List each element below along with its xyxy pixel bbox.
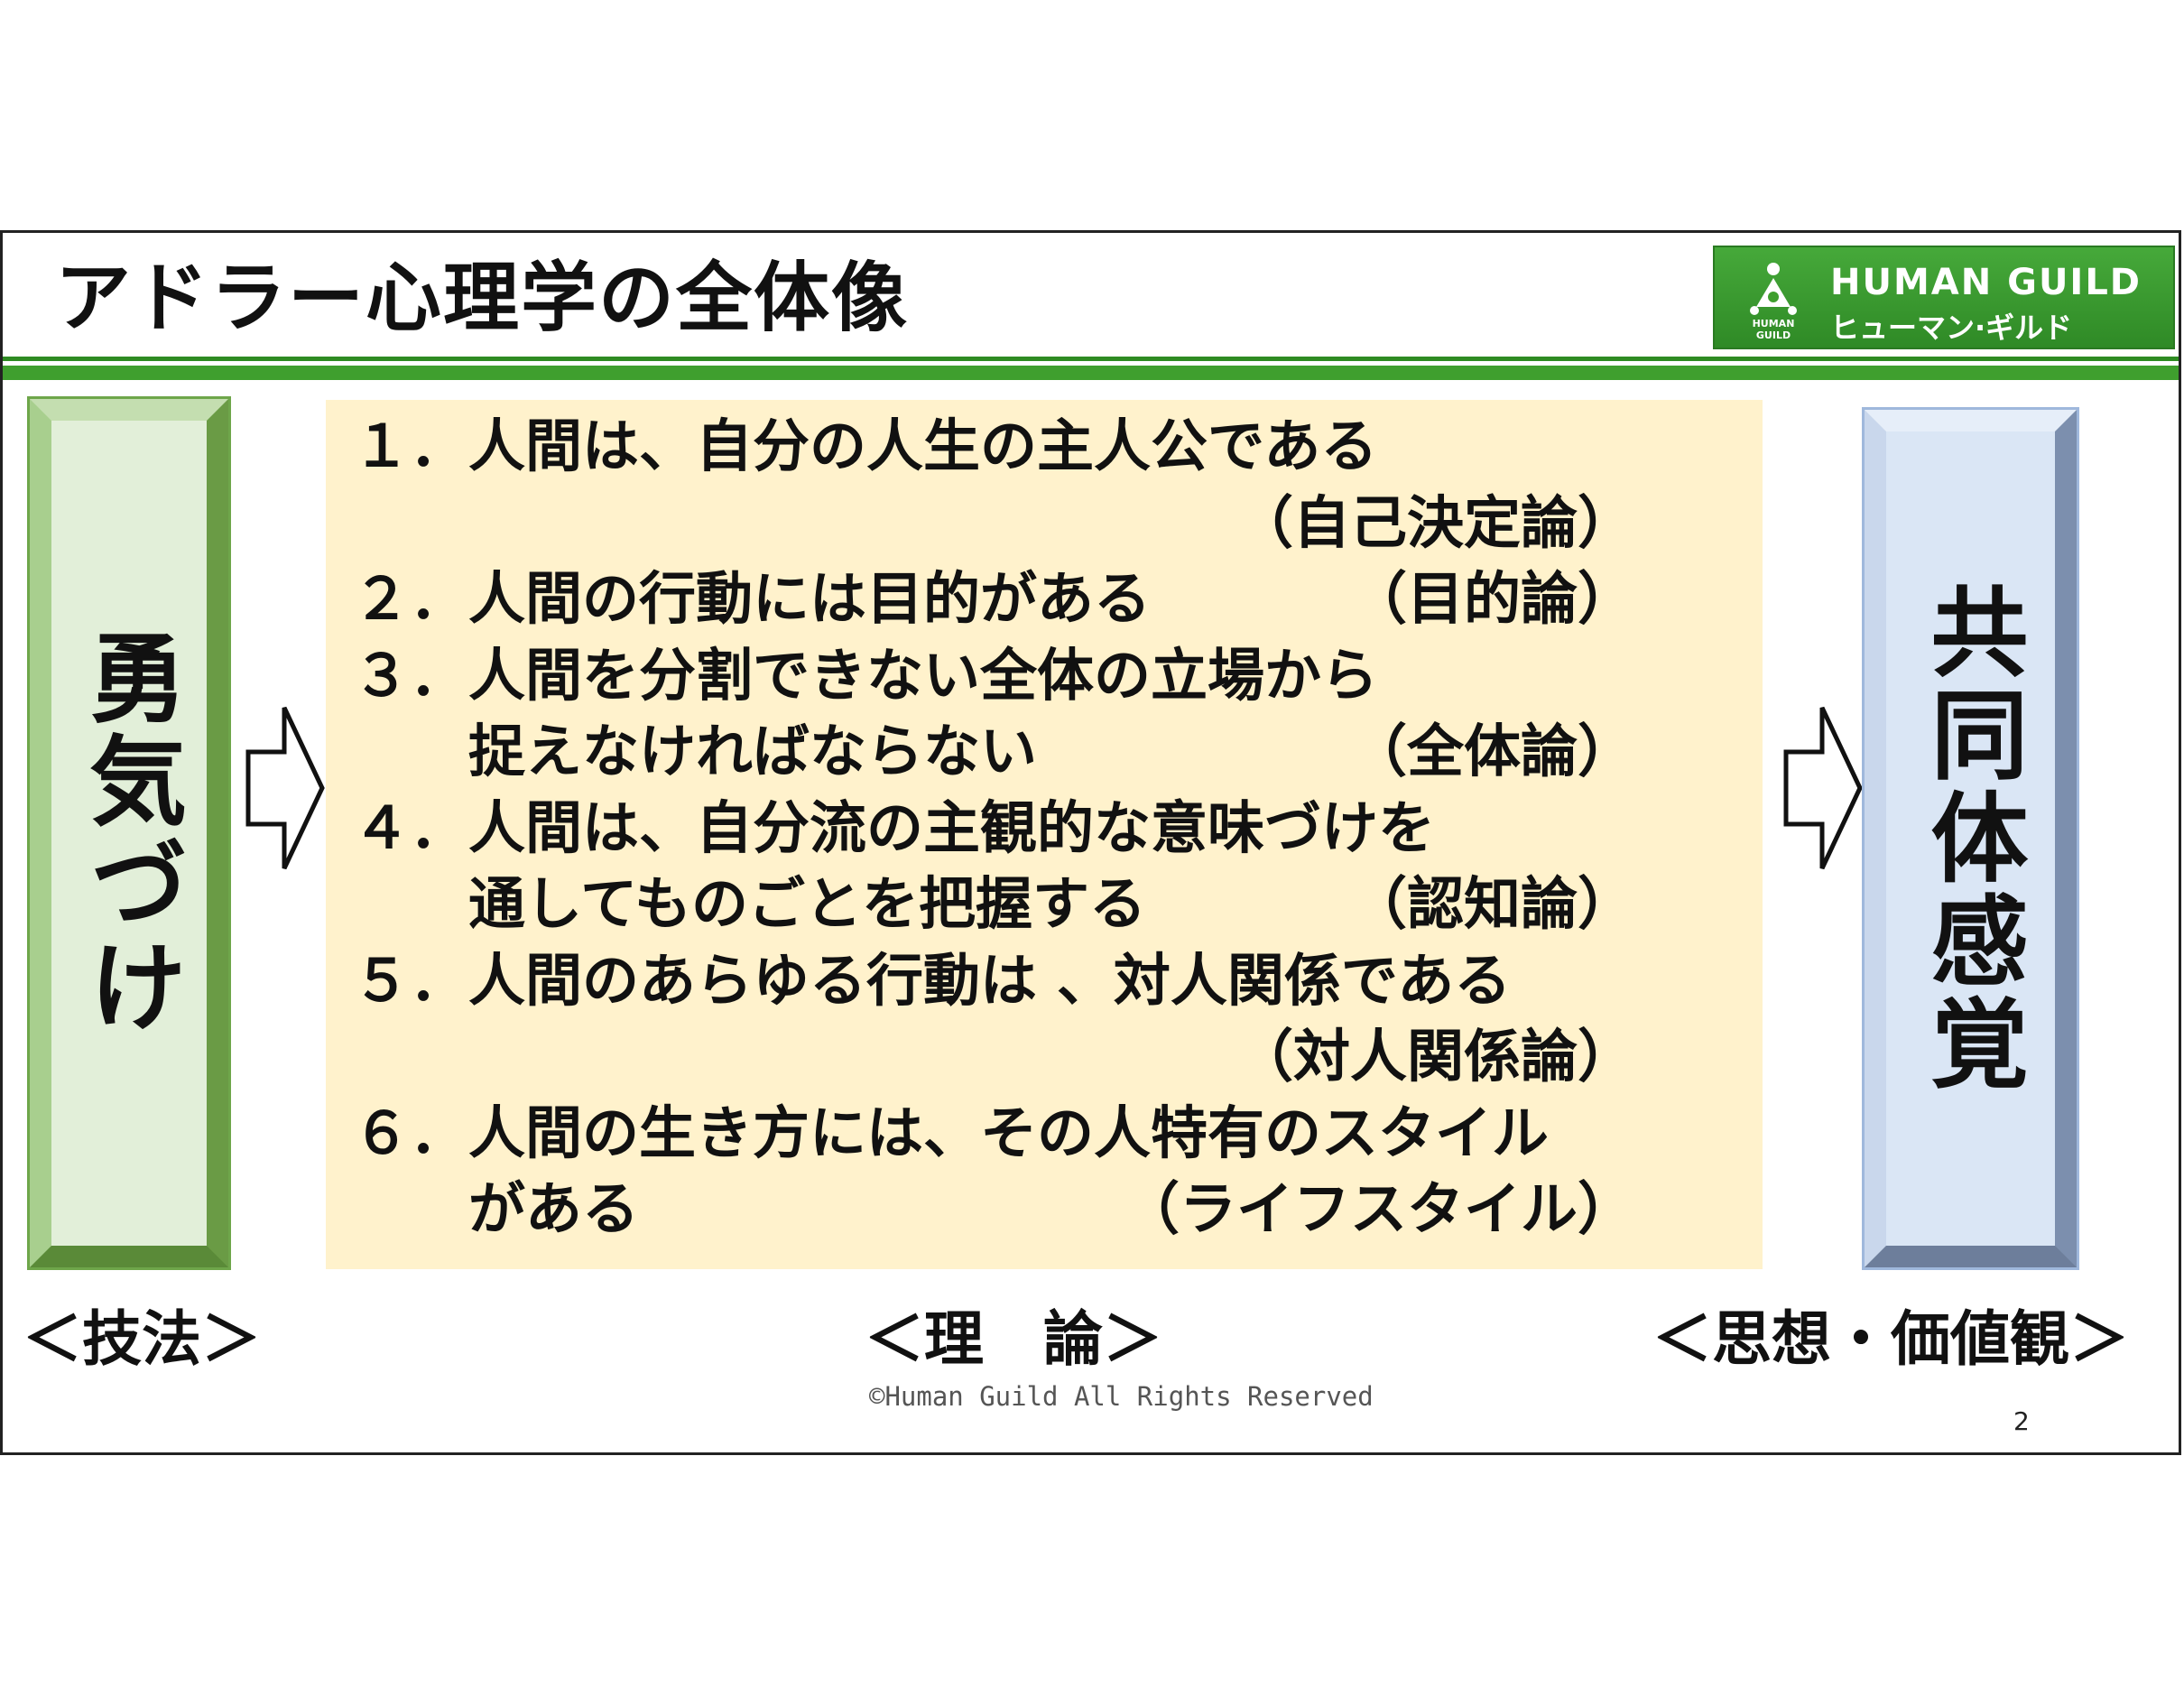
theory-line-tag: （自己決定論） [1236,489,1634,556]
community-feeling-box: 共同体感覚 [1862,407,2079,1270]
logo-name-ja: ヒューマン·ギルド [1830,311,2073,345]
theory-line-text: 捉えなければならない [468,719,1037,784]
theory-line: １．人間は、自分の人生の主人公である [353,409,1634,486]
logo-mark-bottom-text: GUILD [1756,329,1791,341]
theory-line-text: 通してものごとを把握する [468,871,1146,937]
community-feeling-label: 共同体感覚 [1914,581,2028,1096]
encouragement-box: 勇気づけ [27,396,231,1270]
theory-line-text: 人間は、自分流の主観的な意味づけを [468,794,1435,861]
slide: アドラー心理学の全体像 HUMAN GUILD HUMAN GUILD ヒューマ… [0,230,2181,1455]
right-arrow-icon [1783,706,1863,870]
theory-line-number: ５． [353,947,467,1014]
copyright-notice: ©Human Guild All Rights Reserved [869,1381,1374,1412]
theory-line-text: がある [468,1176,639,1242]
theory-line: （自己決定論） [353,486,1634,562]
theory-line: ２．人間の行動には目的がある （目的論） [353,561,1634,638]
title-divider-thin [3,357,2179,361]
slide-title: アドラー心理学の全体像 [55,254,910,342]
theory-line: 通してものごとを把握する （認知論） [353,867,1634,943]
theory-line-number: ４． [353,794,467,861]
theory-line-text: 人間を分割できない全体の立場から [468,642,1378,709]
values-caption: ＜思想・価値観＞ [1652,1304,2129,1374]
theory-line-tag: （目的論） [1350,566,1634,632]
theory-line-text: 人間の行動には目的がある [468,566,1151,632]
theory-panel: １．人間は、自分の人生の主人公である（自己決定論）２．人間の行動には目的がある（… [326,400,1763,1269]
theory-line-tag: （対人関係論） [1236,1024,1634,1090]
theory-line-number: １． [353,413,467,479]
logo-mark-top-text: HUMAN [1753,318,1795,329]
theory-line: がある （ライフスタイル） [353,1172,1634,1248]
theory-line-tag: （ライフスタイル） [1123,1176,1634,1242]
theory-list: １．人間は、自分の人生の主人公である（自己決定論）２．人間の行動には目的がある（… [353,409,1634,1248]
theory-line-number: ２． [353,566,467,632]
logo-name-en: HUMAN GUILD [1830,262,2142,303]
theory-line: ６．人間の生き方には、その人特有のスタイル [353,1096,1634,1173]
right-arrow-icon [245,706,325,870]
theory-line-text: 人間は、自分の人生の主人公である [468,413,1378,479]
theory-line-number: ３． [353,642,467,709]
page-number: 2 [2013,1406,2030,1436]
theory-line: ３．人間を分割できない全体の立場から [353,638,1634,715]
technique-caption: ＜技法＞ [23,1304,261,1374]
theory-line-tag: （全体論） [1350,719,1634,784]
theory-line-text: 人間のあらゆる行動は 、対人関係である [468,947,1512,1014]
theory-line: ４．人間は、自分流の主観的な意味づけを [353,791,1634,867]
theory-line: ５．人間のあらゆる行動は 、対人関係である [353,943,1634,1020]
theory-line-tag: （認知論） [1350,871,1634,937]
theory-caption: ＜理 論＞ [865,1304,1162,1374]
title-divider-thick [3,366,2179,380]
theory-line: （対人関係論） [353,1019,1634,1096]
human-guild-logo: HUMAN GUILD HUMAN GUILD ヒューマン·ギルド [1713,246,2175,349]
theory-line: 捉えなければならない （全体論） [353,714,1634,791]
theory-line-number: ６． [353,1099,467,1166]
encouragement-label: 勇気づけ [73,627,186,1039]
theory-line-text: 人間の生き方には、その人特有のスタイル [468,1099,1549,1166]
human-guild-logo-icon: HUMAN GUILD [1750,263,1797,341]
